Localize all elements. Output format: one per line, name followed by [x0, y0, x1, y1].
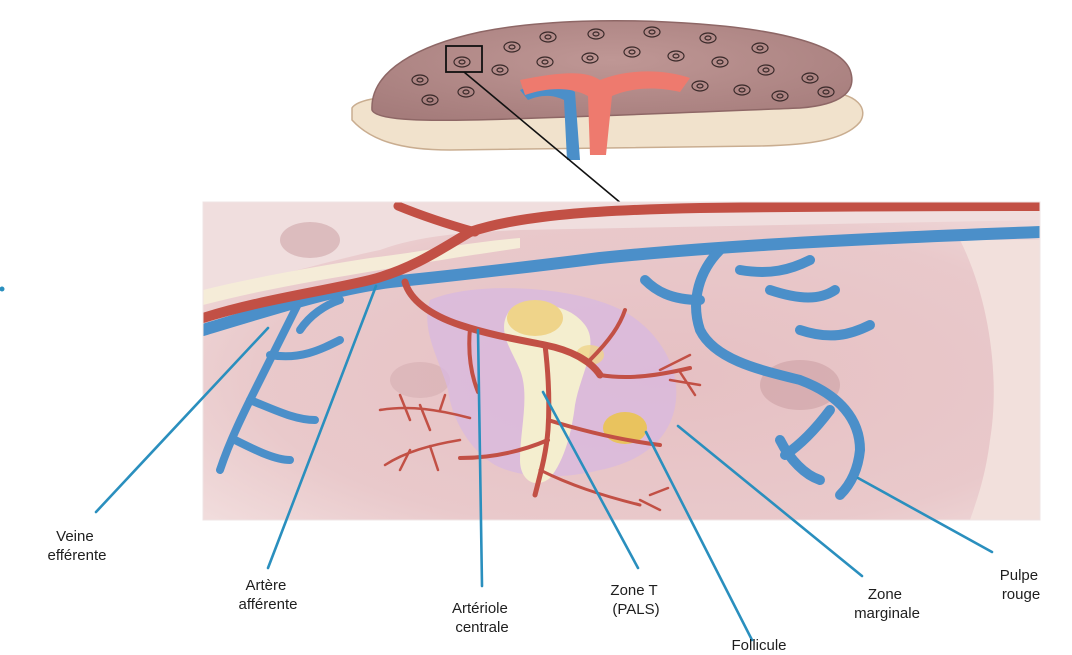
label-arteriole-centrale: Artériole centrale [452, 600, 512, 636]
label-line: (PALS) [612, 601, 659, 618]
spleen-overview [352, 21, 863, 204]
labels: Veine efférente Artère afférente Artério… [48, 528, 1043, 654]
follicle [507, 300, 563, 336]
label-veine-efferente: Veine efférente [48, 528, 107, 564]
label-zone-t: Zone T (PALS) [610, 582, 661, 618]
label-line: rouge [1002, 586, 1040, 603]
label-line: Zone T [610, 582, 657, 599]
label-pulpe-rouge: Pulpe rouge [1000, 567, 1043, 603]
label-line: Follicule [731, 637, 786, 654]
magnified-panel [203, 202, 1040, 520]
label-line: Artériole [452, 600, 508, 617]
label-line: marginale [854, 605, 920, 622]
dark-pulp-area [280, 222, 340, 258]
label-line: Veine [56, 528, 94, 545]
spleen-body [372, 21, 852, 121]
label-zone-marginale: Zone marginale [854, 586, 920, 622]
label-line: Pulpe [1000, 567, 1038, 584]
label-line: Artère [245, 577, 286, 594]
label-line: centrale [455, 619, 508, 636]
label-artere-afferente: Artère afférente [239, 577, 298, 613]
label-line: Zone [868, 586, 902, 603]
edge-mark [0, 287, 5, 292]
label-line: efférente [48, 547, 107, 564]
label-line: afférente [239, 596, 298, 613]
label-follicule: Follicule [731, 637, 786, 654]
